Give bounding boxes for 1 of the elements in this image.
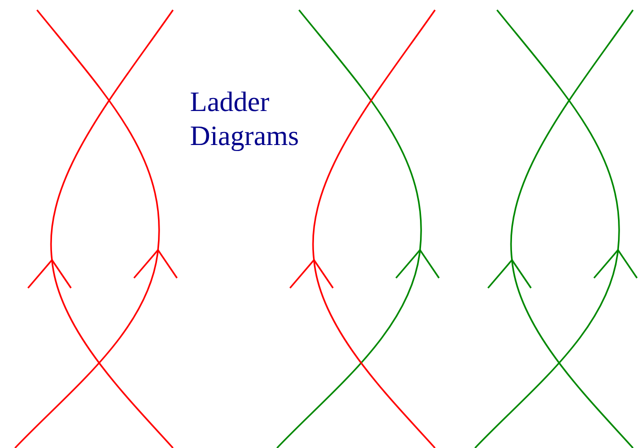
title: Ladder Diagrams <box>190 86 300 154</box>
